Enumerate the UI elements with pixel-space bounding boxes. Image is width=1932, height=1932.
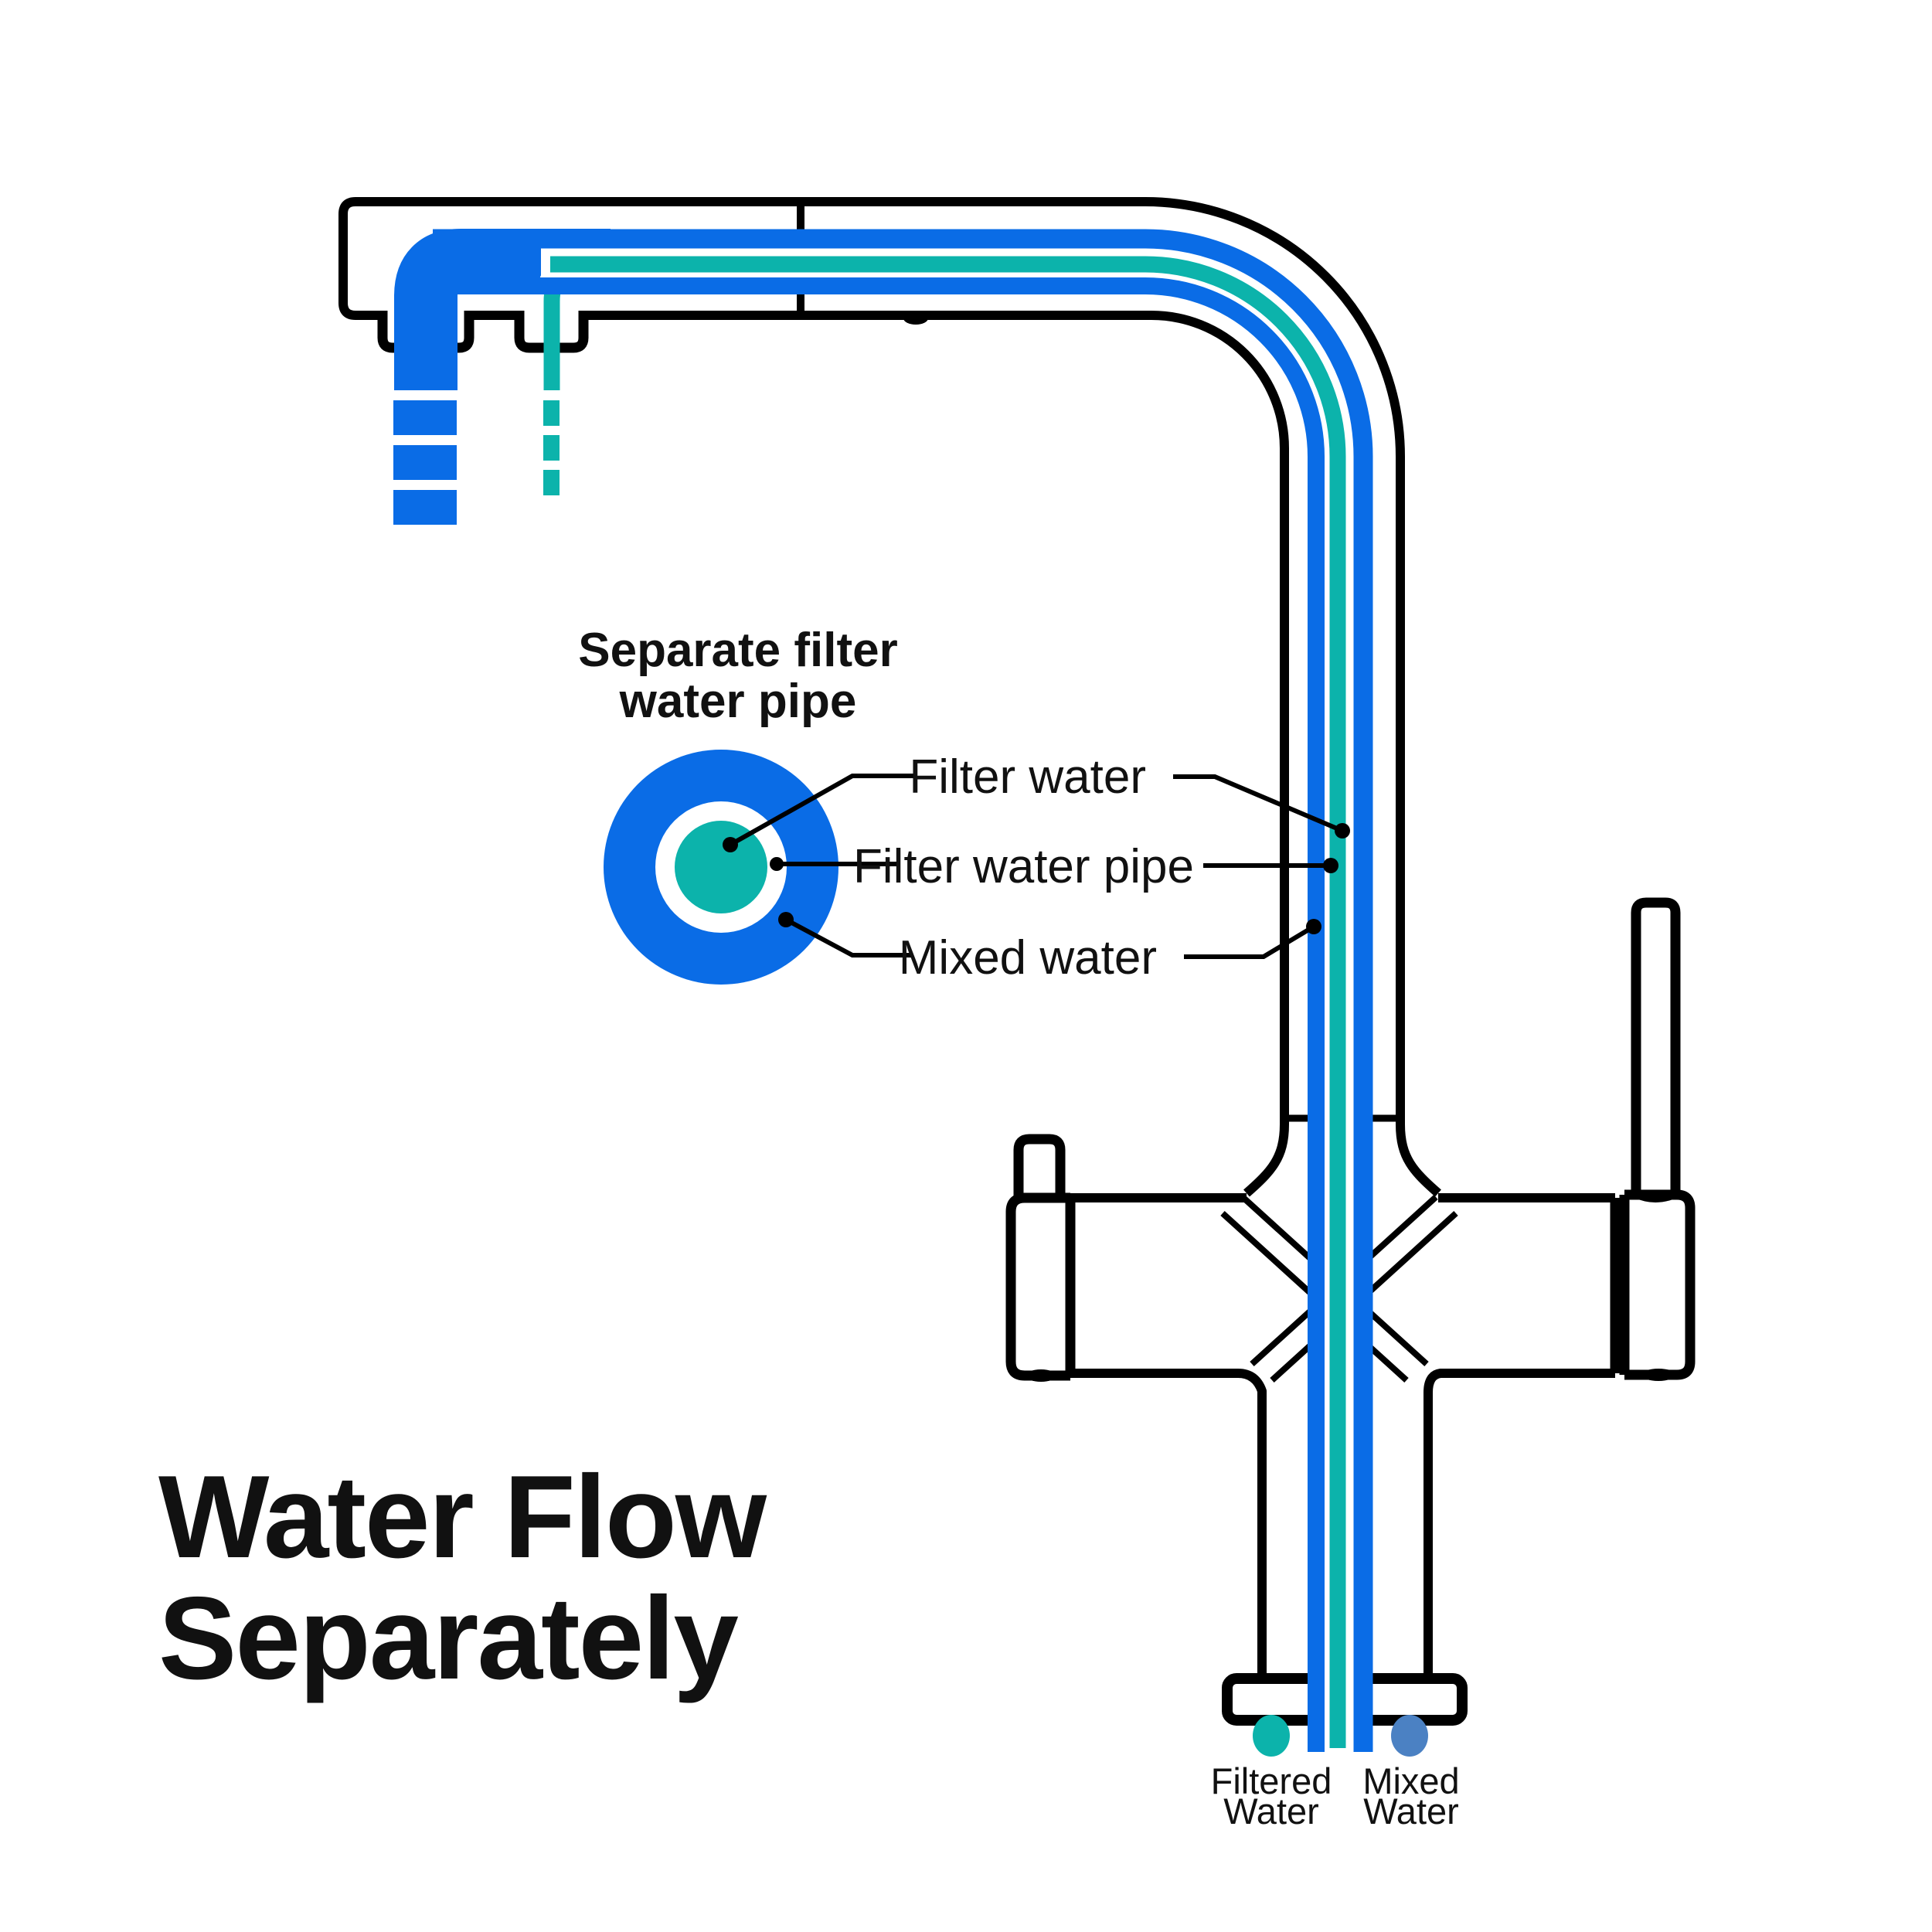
filtered-water-dashes	[543, 400, 560, 495]
callout-dots	[723, 823, 1350, 934]
cross-section-filter-core	[675, 821, 767, 913]
handle-cap-outline	[1619, 1189, 1696, 1380]
leader-mixed-water-right	[1184, 924, 1315, 959]
mixed-water-pipe-inner	[433, 277, 1325, 1752]
main-title-line2: Separately	[158, 1573, 738, 1704]
callout-mixed-water: Mixed water	[899, 931, 1157, 985]
main-title-line1: Water Flow	[158, 1451, 767, 1583]
leader-filter-water-left	[729, 774, 916, 847]
legend-mixed-dot	[1391, 1715, 1428, 1757]
mixed-water-dashes	[393, 400, 457, 525]
mixed-water-pipe-head	[394, 229, 611, 390]
neck-flare-left	[1243, 1124, 1289, 1197]
legend-filtered-line2: Water	[1223, 1791, 1319, 1832]
mixed-water-pipe-outer	[433, 229, 1373, 1752]
callout-filter-water: Filter water	[909, 750, 1146, 804]
spout-head-outline	[338, 197, 801, 320]
legend-mixed-line2: Water	[1363, 1791, 1459, 1832]
left-cap-stub	[1013, 1134, 1066, 1198]
dot-pipe-wall	[770, 857, 784, 871]
dot-mixed-ring	[778, 912, 794, 927]
dot-pipe-filter-water	[1335, 823, 1350, 838]
dot-pipe-wall-right	[1323, 858, 1338, 873]
neck-flare-right	[1396, 1124, 1441, 1197]
body-bottom-right-and-column	[1423, 1369, 1615, 1679]
legend-filtered-line1: Filtered	[1211, 1760, 1332, 1801]
filtered-water-pipe-main	[550, 256, 1346, 1748]
legend-filtered-dot	[1253, 1715, 1290, 1757]
dot-pipe-mixed-water	[1306, 919, 1321, 934]
body-bottom-left-and-column	[1070, 1369, 1267, 1679]
left-cap-outline	[1005, 1192, 1070, 1381]
leader-mixed-water-left	[784, 917, 912, 957]
spout-inner-edge	[801, 311, 1289, 1124]
cross-section-title-line2: water pipe	[619, 675, 857, 728]
handle-lever-base-arc	[1634, 1191, 1677, 1202]
legend: Filtered Water Mixed Water	[1211, 1715, 1460, 1832]
handle-lever	[1631, 897, 1681, 1195]
leader-filter-water-right	[1173, 774, 1344, 833]
handle-cap-end-dot	[1641, 1369, 1675, 1381]
arm-underside-dot	[903, 312, 928, 325]
dot-filter-core	[723, 837, 738, 852]
legend-mixed-line1: Mixed	[1362, 1760, 1459, 1801]
spout-outer-edge	[801, 197, 1405, 1124]
callout-leaders	[729, 774, 1344, 959]
callout-filter-water-pipe: Filter water pipe	[853, 840, 1194, 893]
left-cap-end-dot	[1026, 1369, 1056, 1382]
water-pipes	[393, 229, 1373, 1752]
cross-section-title-line1: Separate filter	[578, 624, 898, 677]
pipe-cross-section	[604, 750, 838, 985]
